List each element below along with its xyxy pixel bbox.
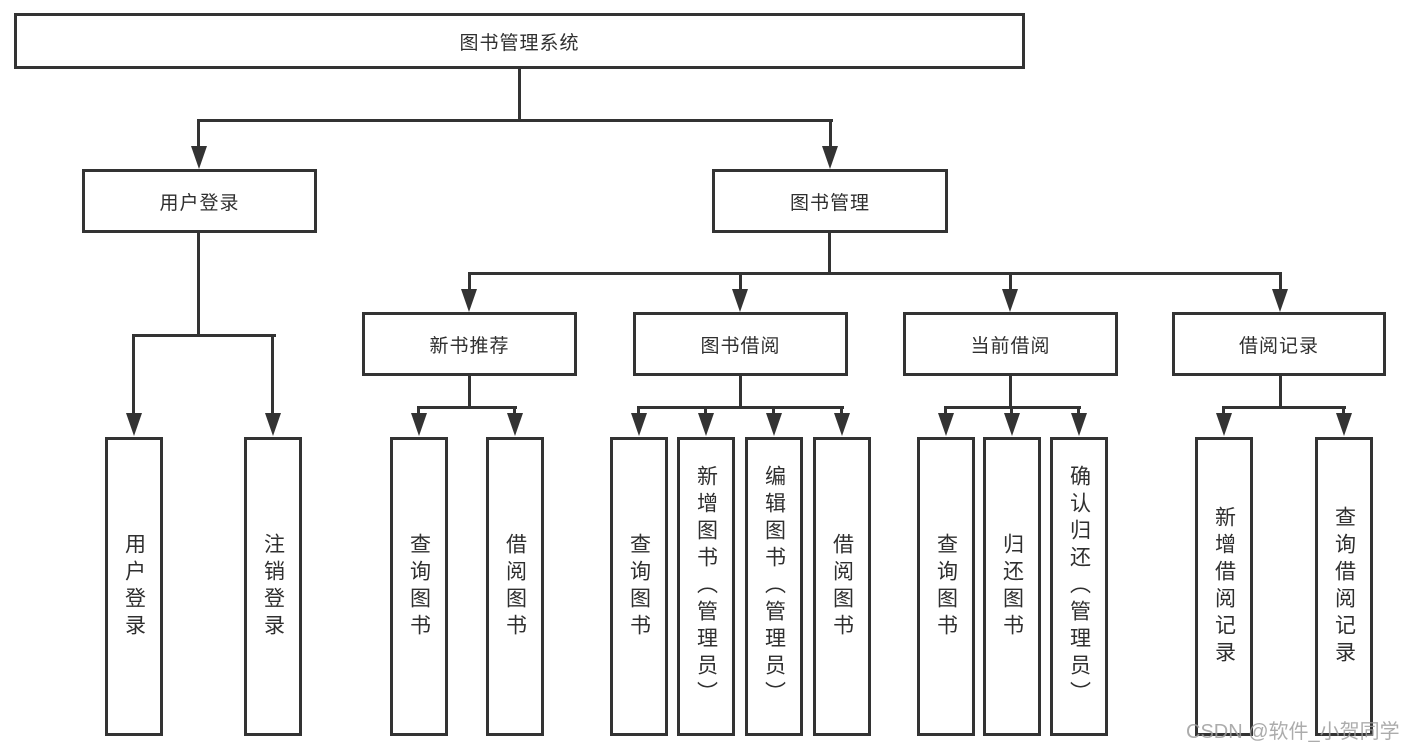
node-book-management-label: 图书管理 bbox=[789, 192, 870, 214]
connector-book-borrow-drop bbox=[739, 373, 742, 408]
connector-to-borrow-records bbox=[1279, 272, 1282, 292]
connector-new-book-split bbox=[417, 406, 517, 409]
leaf-logout: 注销登录 bbox=[244, 437, 302, 736]
node-book-borrow-label: 图书借阅 bbox=[700, 335, 781, 357]
connector-stub-bb-query bbox=[637, 406, 640, 416]
connector-stub-cb-confirm bbox=[1077, 406, 1080, 416]
leaf-newbooks-borrow-books: 借阅图书 bbox=[486, 437, 544, 736]
leaf-records-add-record-label: 新增借阅记录 bbox=[1212, 505, 1236, 668]
connector-stub-nb-query bbox=[417, 406, 420, 416]
arrowhead-current-borrow bbox=[1002, 289, 1018, 312]
watermark: CSDN @软件_小贺同学 bbox=[1186, 721, 1400, 743]
node-book-management: 图书管理 bbox=[712, 169, 948, 233]
connector-book-borrow-split bbox=[637, 406, 844, 409]
arrowhead-br-query bbox=[1336, 413, 1352, 436]
connector-current-borrow-drop bbox=[1009, 373, 1012, 408]
leaf-logout-label: 注销登录 bbox=[261, 532, 285, 641]
node-library-system-label: 图书管理系统 bbox=[459, 32, 580, 54]
arrowhead-user-login bbox=[191, 146, 207, 169]
connector-stub-cb-query bbox=[944, 406, 947, 416]
arrowhead-bb-borrow bbox=[834, 413, 850, 436]
leaf-newbooks-query-books: 查询图书 bbox=[390, 437, 448, 736]
arrowhead-br-add bbox=[1216, 413, 1232, 436]
leaf-borrow-borrow-books-label: 借阅图书 bbox=[830, 532, 854, 641]
node-borrow-records-label: 借阅记录 bbox=[1238, 335, 1319, 357]
leaf-records-add-record: 新增借阅记录 bbox=[1195, 437, 1253, 736]
arrowhead-book-management bbox=[822, 146, 838, 169]
arrowhead-nb-query bbox=[411, 413, 427, 436]
leaf-current-return-books: 归还图书 bbox=[983, 437, 1041, 736]
connector-user-login-split bbox=[132, 334, 276, 337]
connector-to-book-management bbox=[829, 119, 832, 150]
node-new-book-recommend: 新书推荐 bbox=[362, 312, 577, 376]
connector-borrow-records-drop bbox=[1279, 373, 1282, 408]
node-user-login-label: 用户登录 bbox=[159, 192, 240, 214]
connector-to-user-login bbox=[197, 119, 200, 150]
connector-to-current-borrow bbox=[1009, 272, 1012, 292]
connector-to-leaf-logout bbox=[271, 334, 274, 414]
connector-stub-cb-return bbox=[1010, 406, 1013, 416]
leaf-records-query-record-label: 查询借阅记录 bbox=[1332, 505, 1356, 668]
leaf-newbooks-query-books-label: 查询图书 bbox=[407, 532, 431, 641]
leaf-current-query-books: 查询图书 bbox=[917, 437, 975, 736]
leaf-current-confirm-return-admin-label: 确认归还（管理员） bbox=[1067, 465, 1091, 708]
arrowhead-nb-borrow bbox=[507, 413, 523, 436]
connector-level2-split bbox=[197, 119, 833, 122]
leaf-user-login: 用户登录 bbox=[105, 437, 163, 736]
leaf-current-query-books-label: 查询图书 bbox=[934, 532, 958, 641]
connector-new-book-drop bbox=[468, 373, 471, 408]
arrowhead-bb-query bbox=[631, 413, 647, 436]
connector-root-drop bbox=[518, 66, 521, 122]
arrowhead-bb-edit bbox=[766, 413, 782, 436]
leaf-records-query-record: 查询借阅记录 bbox=[1315, 437, 1373, 736]
node-new-book-recommend-label: 新书推荐 bbox=[429, 335, 510, 357]
connector-stub-bb-add bbox=[704, 406, 707, 416]
leaf-borrow-query-books: 查询图书 bbox=[610, 437, 668, 736]
leaf-borrow-edit-books-admin-label: 编辑图书（管理员） bbox=[762, 465, 786, 708]
leaf-borrow-query-books-label: 查询图书 bbox=[627, 532, 651, 641]
node-library-system: 图书管理系统 bbox=[14, 13, 1025, 69]
connector-book-management-drop bbox=[828, 230, 831, 275]
arrowhead-cb-confirm bbox=[1071, 413, 1087, 436]
arrowhead-cb-query bbox=[938, 413, 954, 436]
arrowhead-book-borrow bbox=[732, 289, 748, 312]
leaf-borrow-edit-books-admin: 编辑图书（管理员） bbox=[745, 437, 803, 736]
connector-to-new-book-recommend bbox=[468, 272, 471, 292]
connector-stub-nb-borrow bbox=[513, 406, 516, 416]
arrowhead-borrow-records bbox=[1272, 289, 1288, 312]
arrowhead-leaf-logout bbox=[265, 413, 281, 436]
arrowhead-leaf-user-login bbox=[126, 413, 142, 436]
arrowhead-bb-add bbox=[698, 413, 714, 436]
leaf-user-login-label: 用户登录 bbox=[122, 532, 146, 641]
arrowhead-new-book-recommend bbox=[461, 289, 477, 312]
leaf-newbooks-borrow-books-label: 借阅图书 bbox=[503, 532, 527, 641]
connector-stub-bb-edit bbox=[772, 406, 775, 416]
node-book-borrow: 图书借阅 bbox=[633, 312, 848, 376]
node-user-login: 用户登录 bbox=[82, 169, 317, 233]
node-borrow-records: 借阅记录 bbox=[1172, 312, 1386, 376]
node-current-borrow: 当前借阅 bbox=[903, 312, 1118, 376]
leaf-current-confirm-return-admin: 确认归还（管理员） bbox=[1050, 437, 1108, 736]
leaf-borrow-borrow-books: 借阅图书 bbox=[813, 437, 871, 736]
connector-stub-br-query bbox=[1342, 406, 1345, 416]
leaf-current-return-books-label: 归还图书 bbox=[1000, 532, 1024, 641]
connector-level3-split bbox=[468, 272, 1282, 275]
arrowhead-cb-return bbox=[1004, 413, 1020, 436]
leaf-borrow-add-books-admin: 新增图书（管理员） bbox=[677, 437, 735, 736]
connector-to-leaf-user-login bbox=[132, 334, 135, 414]
connector-user-login-drop bbox=[197, 230, 200, 337]
connector-borrow-records-split bbox=[1222, 406, 1346, 409]
node-current-borrow-label: 当前借阅 bbox=[970, 335, 1051, 357]
connector-stub-br-add bbox=[1222, 406, 1225, 416]
connector-to-book-borrow bbox=[739, 272, 742, 292]
connector-stub-bb-borrow bbox=[840, 406, 843, 416]
leaf-borrow-add-books-admin-label: 新增图书（管理员） bbox=[694, 465, 718, 708]
